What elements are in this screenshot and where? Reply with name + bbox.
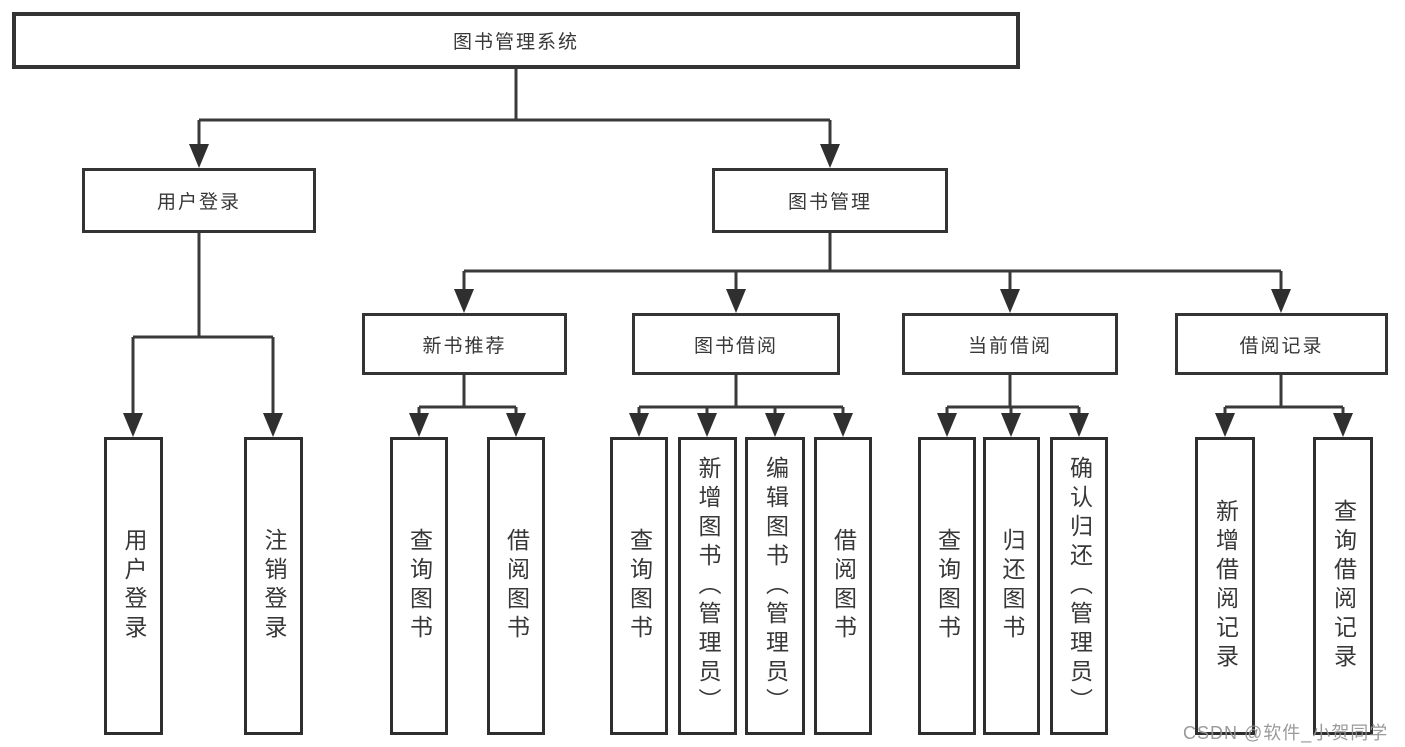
leaf-query-books-recommend: 查询图书 <box>390 437 448 735</box>
leaf-confirm-return-admin-label: 确认归还（管理员） <box>1066 455 1093 717</box>
leaf-query-books-borrow-label: 查询图书 <box>626 528 653 644</box>
leaf-add-books-admin-label: 新增图书（管理员） <box>695 455 721 717</box>
leaf-add-borrow-record-label: 新增借阅记录 <box>1212 499 1239 673</box>
leaf-user-login-label: 用户登录 <box>121 528 147 644</box>
node-current-borrow: 当前借阅 <box>902 313 1118 375</box>
node-user-login-label: 用户登录 <box>156 192 241 213</box>
leaf-query-borrow-record-label: 查询借阅记录 <box>1330 499 1357 673</box>
leaf-query-books-recommend-label: 查询图书 <box>406 528 433 644</box>
node-root-label: 图书管理系统 <box>452 32 579 53</box>
leaf-add-books-admin: 新增图书（管理员） <box>678 437 737 735</box>
node-borrow-records: 借阅记录 <box>1175 313 1388 375</box>
leaf-edit-books-admin-label: 编辑图书（管理员） <box>762 455 789 717</box>
leaf-query-books-current-label: 查询图书 <box>934 528 961 644</box>
node-user-login: 用户登录 <box>82 168 316 233</box>
node-book-management-label: 图书管理 <box>787 192 872 213</box>
leaf-logout-label: 注销登录 <box>261 528 287 644</box>
leaf-query-books-borrow: 查询图书 <box>610 437 668 735</box>
leaf-borrow-books-recommend-label: 借阅图书 <box>503 528 530 644</box>
leaf-confirm-return-admin: 确认归还（管理员） <box>1050 437 1108 735</box>
node-new-book-recommend: 新书推荐 <box>362 313 567 375</box>
leaf-query-borrow-record: 查询借阅记录 <box>1313 437 1373 735</box>
leaf-user-login: 用户登录 <box>104 437 163 735</box>
leaf-add-borrow-record: 新增借阅记录 <box>1195 437 1255 735</box>
node-book-management: 图书管理 <box>712 168 948 233</box>
leaf-borrow-books: 借阅图书 <box>814 437 872 735</box>
node-root: 图书管理系统 <box>12 12 1020 69</box>
node-book-borrow: 图书借阅 <box>632 313 840 375</box>
leaf-edit-books-admin: 编辑图书（管理员） <box>745 437 805 735</box>
leaf-logout: 注销登录 <box>244 437 303 735</box>
leaf-return-books: 归还图书 <box>983 437 1040 735</box>
node-new-book-recommend-label: 新书推荐 <box>422 335 507 357</box>
node-book-borrow-label: 图书借阅 <box>693 335 778 357</box>
leaf-return-books-label: 归还图书 <box>999 528 1025 644</box>
node-current-borrow-label: 当前借阅 <box>967 335 1052 357</box>
csdn-watermark: CSDN @软件_小贺同学 <box>1183 723 1389 743</box>
node-borrow-records-label: 借阅记录 <box>1239 335 1324 357</box>
leaf-borrow-books-label: 借阅图书 <box>830 528 857 644</box>
leaf-borrow-books-recommend: 借阅图书 <box>487 437 545 735</box>
leaf-query-books-current: 查询图书 <box>918 437 976 735</box>
